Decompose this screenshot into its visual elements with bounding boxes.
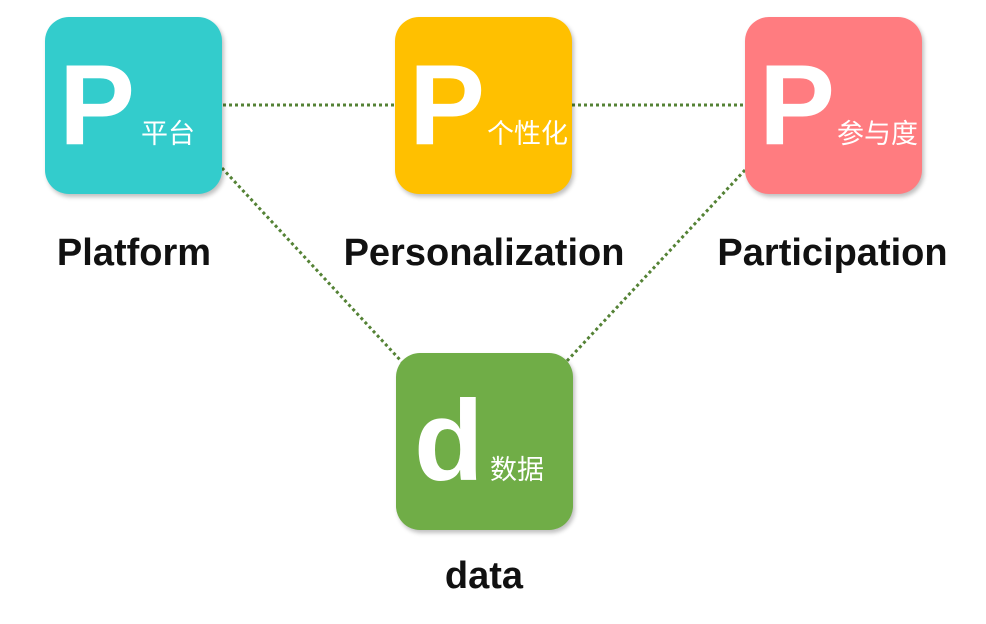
platform-chinese: 平台 xyxy=(141,119,195,150)
participation-letter: P xyxy=(759,42,836,169)
participation-chinese: 参与度 xyxy=(837,119,918,150)
personalization-box: P 个性化 xyxy=(395,17,572,194)
connector-participation-data xyxy=(564,168,747,364)
participation-box: P 参与度 xyxy=(745,17,922,194)
platform-label: Platform xyxy=(56,232,212,274)
data-chinese: 数据 xyxy=(490,455,544,486)
personalization-letter: P xyxy=(409,42,486,169)
participation-label: Participation xyxy=(717,232,948,274)
platform-letter: P xyxy=(59,42,136,169)
platform-box: P 平台 xyxy=(45,17,222,194)
data-label: data xyxy=(444,555,524,597)
personalization-chinese: 个性化 xyxy=(487,119,568,150)
personalization-label: Personalization xyxy=(343,232,625,274)
connector-platform-data xyxy=(220,166,404,364)
data-box: d 数据 xyxy=(396,353,573,530)
data-letter: d xyxy=(414,378,484,505)
